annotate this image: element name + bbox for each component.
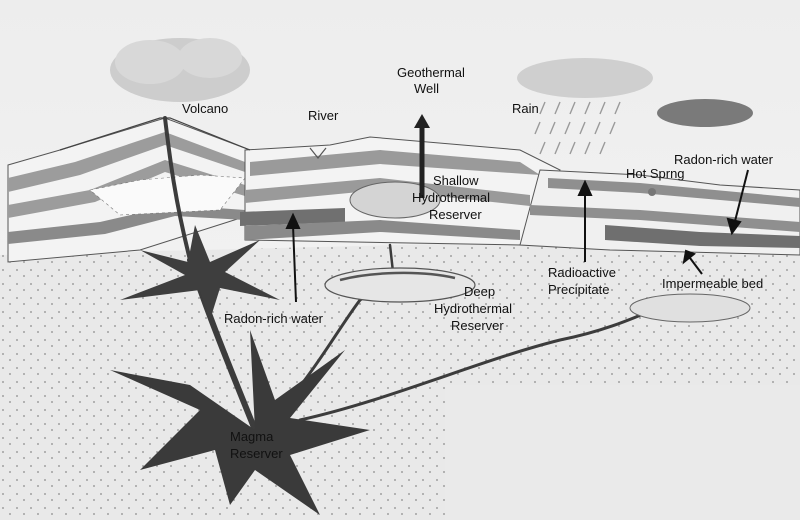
shallow-reservoir-label-line2: Hydrothermal <box>412 190 490 205</box>
river-label: River <box>308 108 338 123</box>
shallow-reservoir-label-line3: Reserver <box>429 207 482 222</box>
deep-reservoir-label-line3: Reserver <box>451 318 504 333</box>
geothermal-well-label-line1: Geothermal <box>397 65 465 80</box>
magma-reservoir-label-line1: Magma <box>230 429 273 444</box>
dark-cloud <box>657 99 753 127</box>
impermeable-bed-label: Impermeable bed <box>662 276 763 291</box>
radon-water-left-label: Radon-rich water <box>224 311 323 326</box>
deep-reservoir-label-line1: Deep <box>464 284 495 299</box>
magma-reservoir-label-line2: Reserver <box>230 446 283 461</box>
deep-reservoir-label-line2: Hydrothermal <box>434 301 512 316</box>
radon-water-right-label: Radon-rich water <box>674 152 773 167</box>
rain-label: Rain <box>512 101 539 116</box>
blank-corner <box>445 385 800 520</box>
rain-cloud <box>517 58 653 98</box>
hot-spring-label: Hot Sprng <box>626 166 685 181</box>
hot-spring-marker <box>648 188 656 196</box>
geothermal-well-label-line2: Well <box>414 81 439 96</box>
shallow-reservoir-label-line1: Shallow <box>433 173 479 188</box>
radioactive-precipitate-label-line1: Radioactive <box>548 265 616 280</box>
right-reservoir <box>630 294 750 322</box>
volcano-label: Volcano <box>182 101 228 116</box>
radioactive-precipitate-label-line2: Precipitate <box>548 282 609 297</box>
